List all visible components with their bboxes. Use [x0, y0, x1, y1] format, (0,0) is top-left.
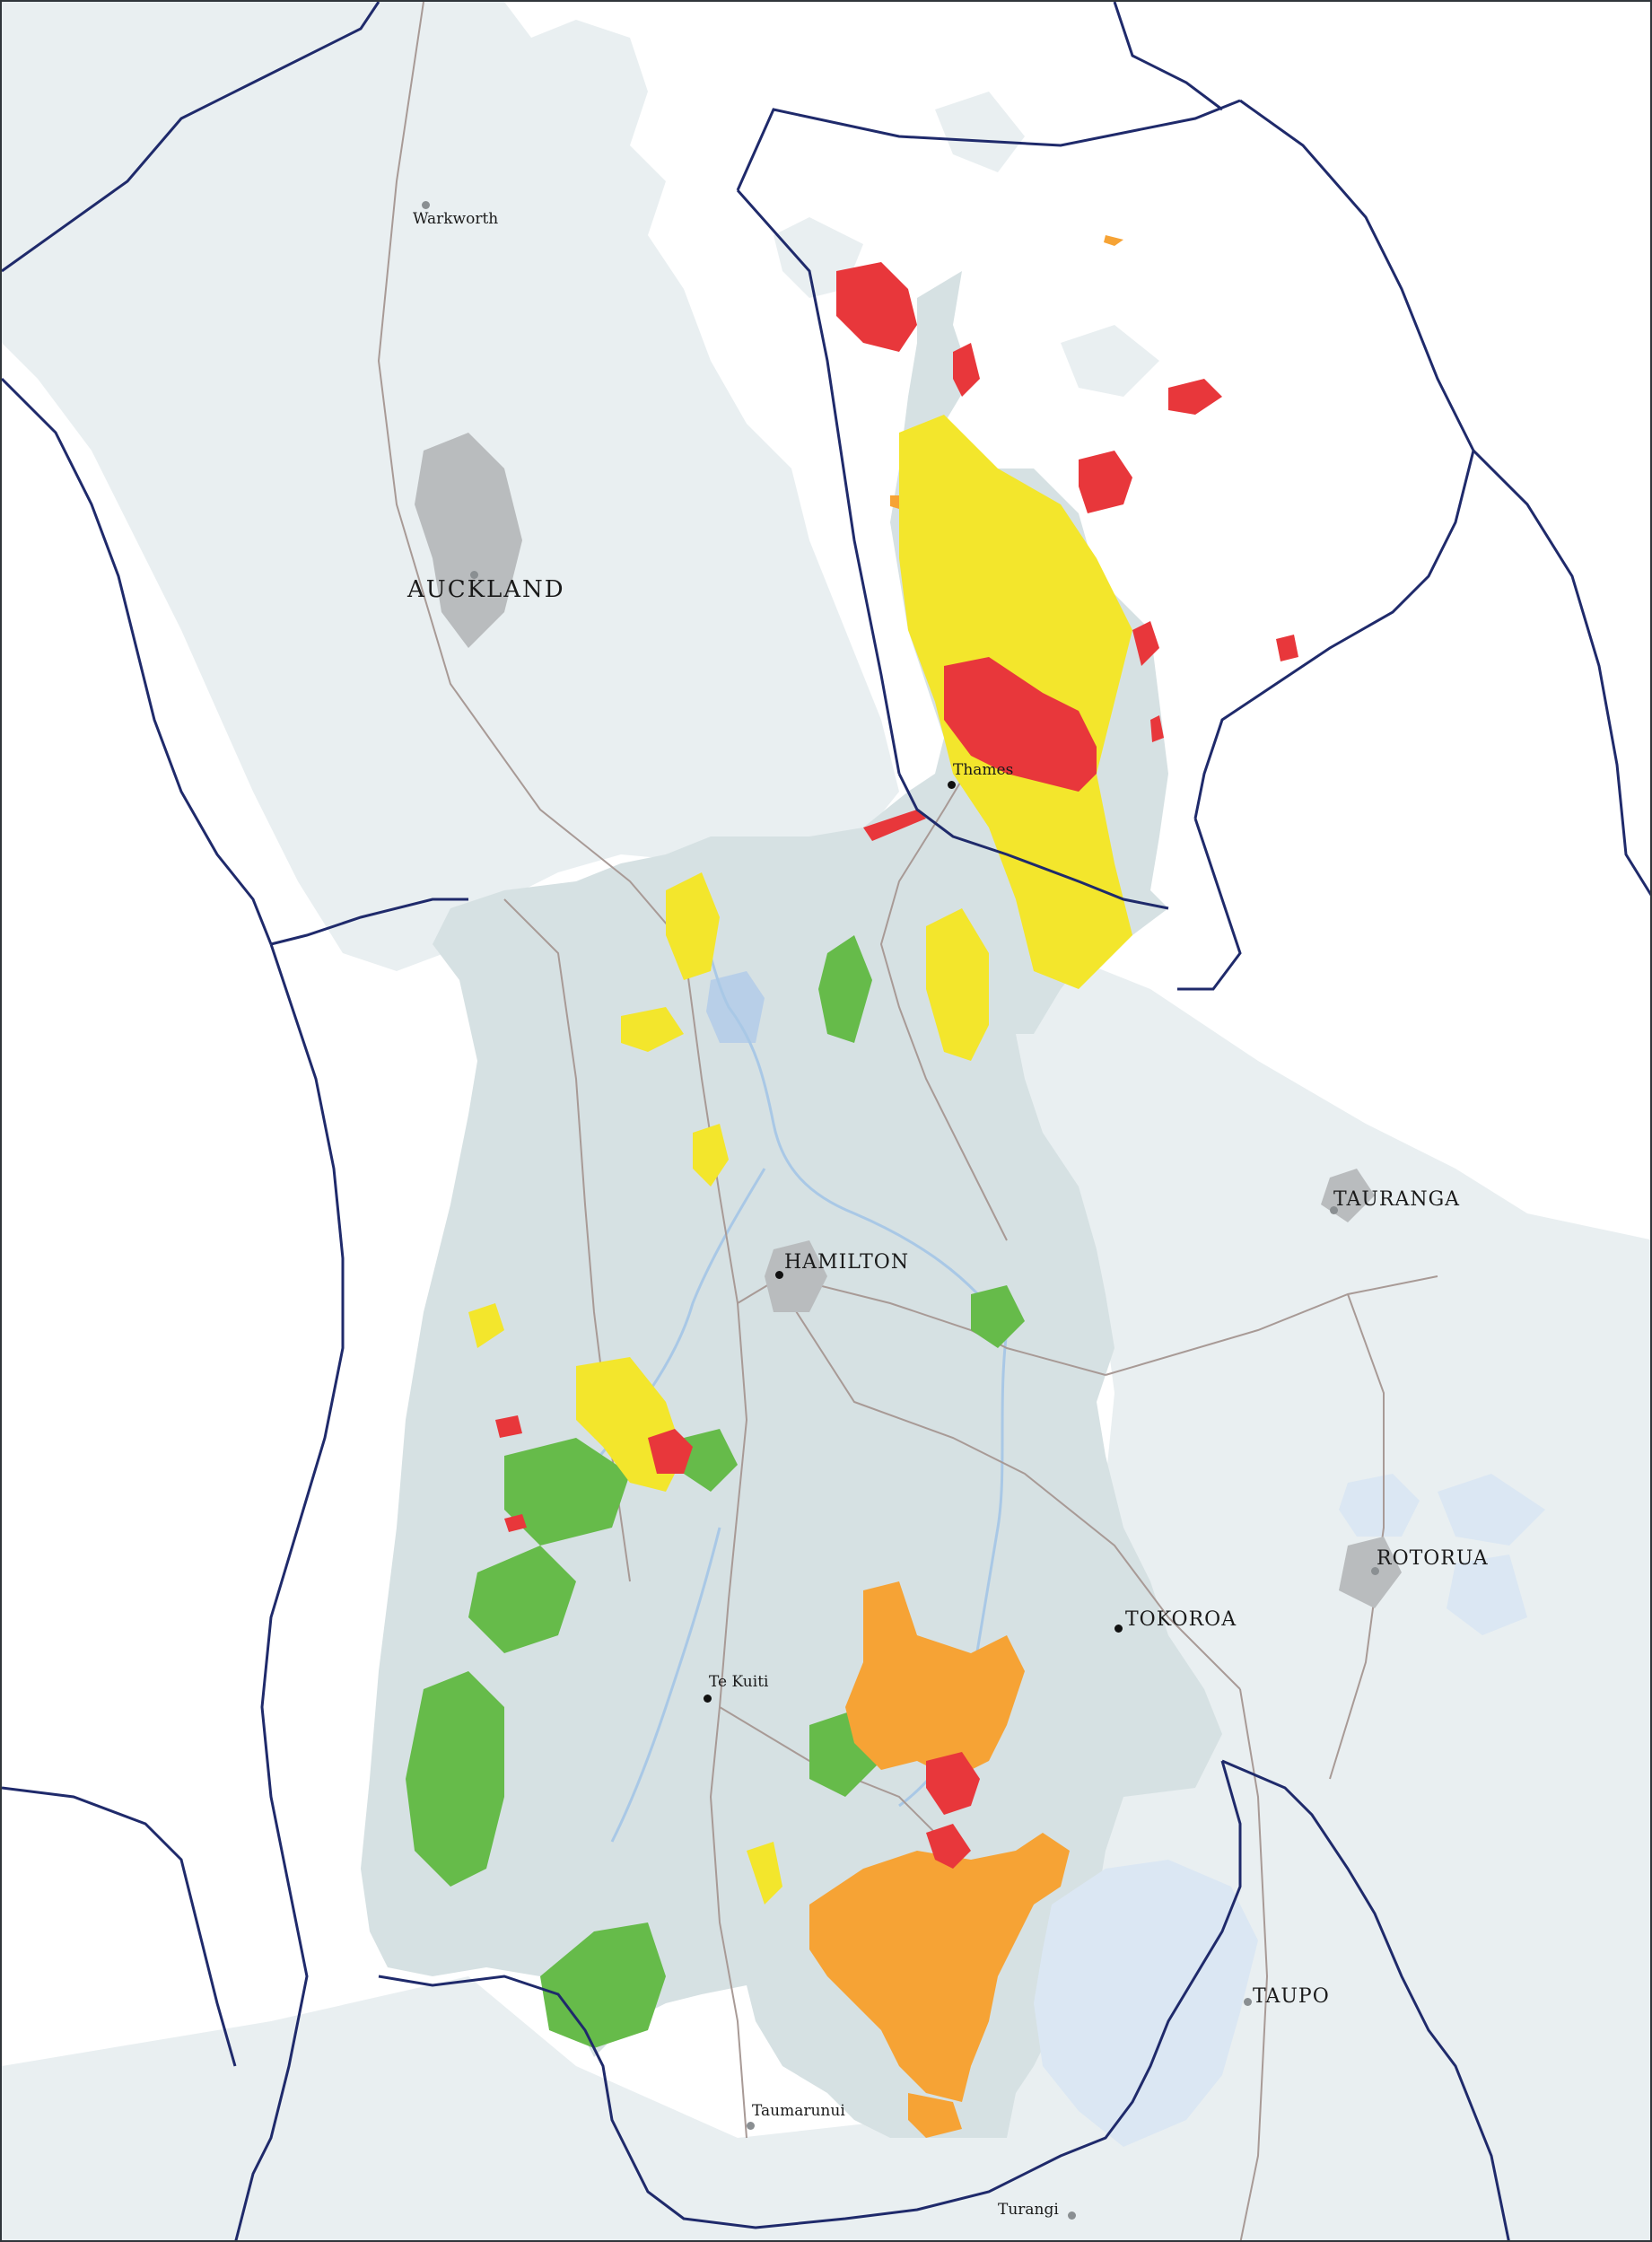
place-label-turangi: Turangi [998, 2201, 1059, 2219]
place-label-warkworth: Warkworth [413, 210, 499, 228]
red-areas [495, 262, 1298, 1869]
place-label-tauranga: TAURANGA [1333, 1188, 1461, 1211]
place-label-taupo: TAUPO [1253, 1985, 1330, 2008]
turangi-marker [1068, 2211, 1076, 2220]
place-label-rotorua: ROTORUA [1377, 1547, 1489, 1570]
place-label-thames: Thames [953, 761, 1014, 779]
place-label-hamilton: HAMILTON [784, 1251, 910, 1274]
thames-marker [948, 781, 956, 789]
tokoroa-marker [1114, 1625, 1123, 1633]
lake-taupo [1034, 1860, 1258, 2147]
hamilton-marker [775, 1271, 783, 1279]
taumarunui-marker [747, 2122, 755, 2130]
lakes [1034, 1474, 1545, 2147]
place-label-te-kuiti: Te Kuiti [709, 1673, 769, 1691]
place-label-auckland: AUCKLAND [407, 576, 565, 603]
urban-areas [415, 433, 1402, 1608]
place-label-tokoroa: TOKOROA [1125, 1608, 1237, 1631]
orange-areas [809, 235, 1123, 2138]
place-label-taumarunui: Taumarunui [752, 2102, 845, 2120]
lake-rotorua [1339, 1474, 1420, 1537]
te-kuiti-marker [704, 1695, 712, 1703]
warkworth-marker [422, 201, 430, 209]
rotorua-marker [1371, 1567, 1379, 1575]
auckland-marker [470, 571, 478, 579]
taupo-marker [1244, 1998, 1252, 2006]
tauranga-marker [1330, 1206, 1338, 1214]
